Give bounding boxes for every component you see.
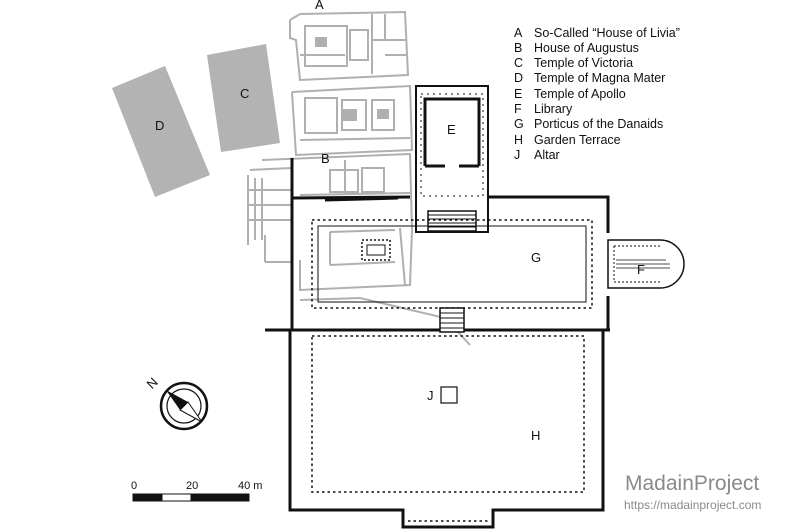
enclosure-walls	[265, 158, 610, 529]
compass-north-label: N	[144, 375, 161, 392]
garden-terrace-plan	[311, 335, 585, 522]
svg-text:MadainProject: MadainProject	[625, 472, 759, 495]
watermark-brand-part2: Project	[694, 472, 760, 495]
legend-key: H	[514, 133, 523, 147]
plan-label-h: H	[531, 428, 540, 443]
temple-magna-mater-block	[112, 66, 210, 197]
legend-key: C	[514, 56, 523, 70]
plan-label-c: C	[240, 86, 249, 101]
plan-label-e: E	[447, 122, 456, 137]
legend-text: Porticus of the Danaids	[534, 117, 663, 131]
scale-label-end: 40 m	[238, 480, 262, 492]
legend-key: G	[514, 117, 524, 131]
scale-bar: 0 20 40 m	[131, 480, 262, 502]
watermark-brand-part1: Madain	[625, 472, 694, 495]
scale-label-mid: 20	[186, 480, 198, 492]
legend-key: F	[514, 102, 522, 116]
house-of-augustus-upper	[291, 84, 414, 157]
legend-text: Library	[534, 102, 573, 116]
legend-text: Temple of Magna Mater	[534, 71, 665, 85]
plan-label-b: B	[321, 151, 330, 166]
legend-text: Altar	[534, 148, 560, 162]
compass-icon: N	[144, 375, 209, 431]
porticus-of-danaids-plan	[311, 219, 593, 333]
house-of-augustus-lower	[247, 152, 471, 346]
temple-victoria-block	[207, 44, 280, 152]
legend-key: E	[514, 87, 522, 101]
plan-label-f: F	[637, 262, 645, 277]
plan-label-d: D	[155, 118, 164, 133]
altar-square	[440, 386, 458, 404]
plan-label-j: J	[427, 388, 434, 403]
legend-text: So-Called “House of Livia”	[534, 26, 680, 40]
watermark-url: https://madainproject.com	[624, 498, 761, 512]
house-of-livia-plan	[289, 10, 410, 82]
legend: A So-Called “House of Livia” B House of …	[514, 26, 680, 162]
library-plan	[607, 239, 685, 289]
legend-text: Temple of Victoria	[534, 56, 633, 70]
watermark: MadainProject https://madainproject.com	[624, 472, 761, 512]
legend-key: A	[514, 26, 523, 40]
legend-text: Garden Terrace	[534, 133, 621, 147]
plan-label-a: A	[315, 0, 324, 12]
legend-key: D	[514, 71, 523, 85]
scale-label-zero: 0	[131, 480, 137, 492]
temple-of-apollo-plan	[415, 85, 489, 233]
legend-text: House of Augustus	[534, 41, 639, 55]
legend-key: J	[514, 148, 520, 162]
legend-text: Temple of Apollo	[534, 87, 626, 101]
legend-key: B	[514, 41, 522, 55]
plan-label-g: G	[531, 250, 541, 265]
